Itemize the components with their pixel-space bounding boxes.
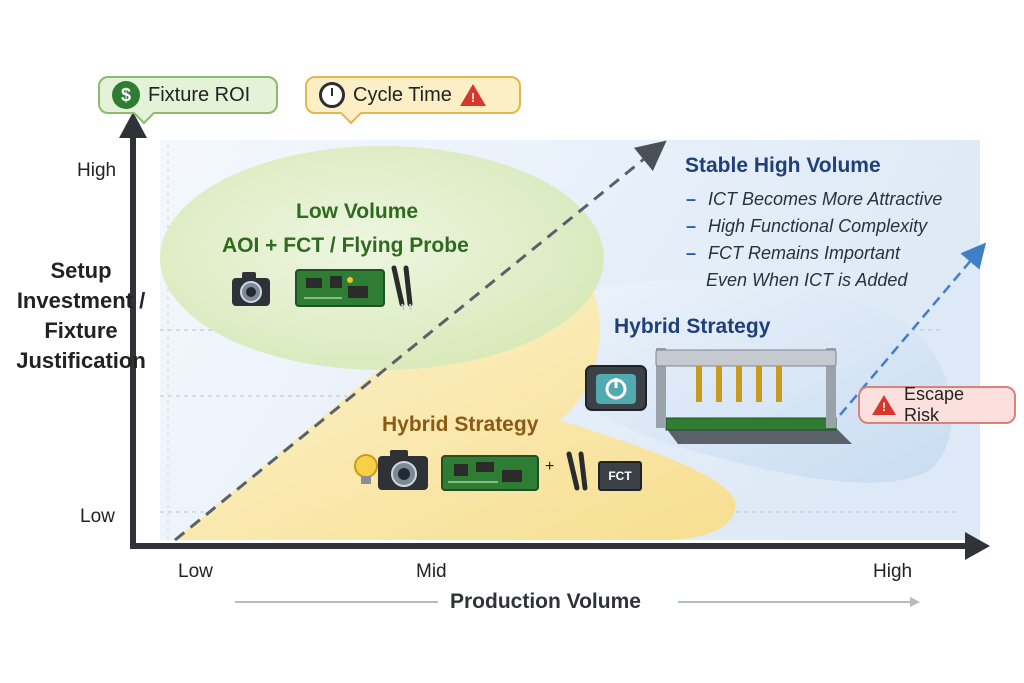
hybrid-high-title: Hybrid Strategy: [614, 315, 771, 338]
stable-high-volume-bullets: – ICT Becomes More Attractive – High Fun…: [686, 186, 942, 294]
trend-arrow: [174, 140, 667, 542]
power-tester-icon: [585, 365, 647, 411]
y-axis-title-line: Setup: [50, 258, 112, 283]
y-axis-arrowhead: [119, 112, 147, 138]
x-axis-mid-label: Mid: [416, 561, 447, 582]
fixture-roi-badge: $ Fixture ROI: [98, 76, 278, 125]
bullet-text: FCT Remains Important: [708, 243, 901, 263]
warning-icon: !: [872, 395, 896, 415]
x-title-arrowhead: [910, 597, 920, 607]
probe-icon: [566, 451, 588, 491]
y-axis-title-line: Investment /: [16, 288, 146, 313]
fixture-roi-label: Fixture ROI: [148, 83, 251, 106]
probe-icon: [391, 265, 413, 311]
x-axis-title: Production Volume: [450, 590, 641, 613]
escape-risk-label: Escape Risk: [904, 384, 965, 425]
bullet-item-continuation: Even When ICT is Added: [686, 267, 942, 294]
plus-sign: +: [545, 458, 555, 475]
light-bulb-icon: [354, 454, 378, 484]
bullet-text: ICT Becomes More Attractive: [708, 189, 943, 209]
warning-icon: !: [459, 84, 486, 106]
cycle-time-badge: Cycle Time !: [305, 76, 521, 125]
y-axis-low-label: Low: [80, 506, 115, 527]
cycle-time-label: Cycle Time: [353, 83, 452, 106]
bullet-text: High Functional Complexity: [708, 216, 928, 236]
dollar-coin-icon: $: [112, 81, 140, 109]
camera-icon: [378, 450, 428, 490]
bullet-text: Even When ICT is Added: [706, 270, 908, 290]
bed-of-nails-fixture-icon: [655, 348, 852, 444]
pcb-board-icon: [441, 455, 539, 491]
y-axis-title-line: Justification: [16, 348, 146, 373]
camera-icon: [232, 272, 270, 306]
low-volume-region: [160, 146, 604, 370]
y-axis-title-line: Fixture: [44, 318, 118, 343]
x-axis-high-label: High: [873, 561, 913, 582]
hybrid-low-region: [175, 285, 736, 540]
clock-icon: [319, 82, 345, 108]
pcb-board-icon: [295, 269, 385, 307]
y-axis-high-label: High: [77, 160, 117, 181]
x-axis-low-label: Low: [178, 561, 213, 582]
stable-high-volume-title: Stable High Volume: [685, 154, 881, 177]
bullet-item: – High Functional Complexity: [686, 213, 942, 240]
low-volume-subtitle: AOI + FCT / Flying Probe: [222, 234, 469, 257]
hybrid-high-region: [544, 279, 952, 483]
x-axis-arrowhead: [965, 532, 990, 560]
hybrid-low-title: Hybrid Strategy: [382, 413, 539, 436]
y-axis-title: Setup Investment / Fixture Justification: [6, 256, 156, 376]
bullet-item: – FCT Remains Important: [686, 240, 942, 267]
low-volume-title: Low Volume: [296, 200, 419, 223]
fct-box-icon: FCT: [598, 461, 642, 491]
bullet-item: – ICT Becomes More Attractive: [686, 186, 942, 213]
escape-risk-badge: ! Escape Risk: [858, 384, 1016, 425]
